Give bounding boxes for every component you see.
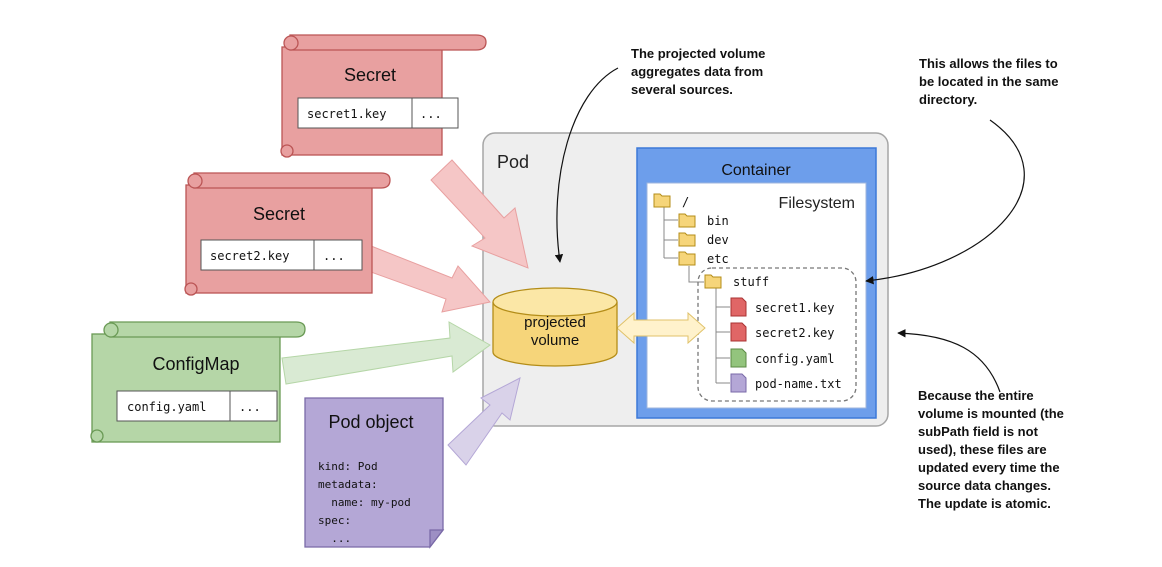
secret-1-title: Secret [344,65,396,85]
fs-dir-dev: dev [707,233,729,247]
arrow-configmap-to-volume [281,321,491,385]
fs-file-podname: pod-name.txt [755,377,842,391]
pod-object-document: Pod object kind: Pod metadata: name: my-… [304,397,445,549]
file-icon [730,373,747,393]
annotation-same-dir-line-3: directory. [919,92,977,107]
pod-object-line-1: kind: Pod [318,460,378,473]
annotation-aggregate-line-3: several sources. [631,82,733,97]
pod-object-title: Pod object [328,412,413,432]
annotation-atomic-line-5: updated every time the [918,460,1060,475]
pod-object-line-3: name: my-pod [318,496,411,509]
annotation-atomic: Because the entire volume is mounted (th… [918,388,1064,511]
fs-file-secret2: secret2.key [755,326,834,340]
fs-file-config: config.yaml [755,352,834,366]
arrow-secret1-to-volume [430,159,529,269]
projected-volume-cylinder: projected volume [492,287,618,367]
pod-object-line-5: ... [318,532,351,545]
fs-dir-bin: bin [707,214,729,228]
container-label: Container [721,162,791,179]
secret-1-more: ... [420,107,442,121]
fs-dir-etc: etc [707,252,729,266]
annotation-atomic-line-6: source data changes. [918,478,1051,493]
configmap-more: ... [239,400,261,414]
secret-1-key: secret1.key [307,107,386,121]
annotation-aggregate: The projected volume aggregates data fro… [631,46,765,97]
pod-object-line-2: metadata: [318,478,378,491]
callout-arrow-atomic [897,329,1001,393]
folder-icon [678,251,696,266]
filesystem-tree [663,206,730,384]
configmap-scroll: ConfigMap config.yaml ... [90,321,306,443]
fs-root: / [682,195,689,209]
secret-1-scroll: Secret secret1.key ... [280,34,487,158]
annotation-atomic-line-2: volume is mounted (the [918,406,1064,421]
file-icon [730,322,747,342]
fs-file-secret1: secret1.key [755,301,834,315]
folder-icon [678,232,696,247]
arrow-secret2-to-volume [356,243,491,313]
secret-2-key: secret2.key [210,249,289,263]
annotation-atomic-line-7: The update is atomic. [918,496,1051,511]
folder-icon [704,274,722,289]
annotation-atomic-line-3: subPath field is not [918,424,1039,439]
annotation-same-dir: This allows the files to be located in t… [919,56,1058,107]
fs-dir-stuff: stuff [733,275,769,289]
pod-label: Pod [497,152,529,172]
annotation-atomic-line-4: used), these files are [918,442,1047,457]
callout-arrow-same-dir [865,119,1025,285]
arrow-podobject-to-volume [447,377,521,466]
annotation-same-dir-line-1: This allows the files to [919,56,1058,71]
configmap-key: config.yaml [127,400,206,414]
annotation-aggregate-line-1: The projected volume [631,46,765,61]
pod-object-line-4: spec: [318,514,351,527]
annotation-same-dir-line-2: be located in the same [919,74,1058,89]
annotation-aggregate-line-2: aggregates data from [631,64,763,79]
file-icon [730,348,747,368]
folder-icon [653,193,671,208]
secret-2-title: Secret [253,204,305,224]
secret-2-more: ... [323,249,345,263]
file-icon [730,297,747,317]
container-box: Container Filesystem [636,147,877,419]
annotation-atomic-line-1: Because the entire [918,388,1034,403]
volume-label-line2: volume [531,332,579,349]
volume-label-line1: projected [524,314,586,331]
secret-2-scroll: Secret secret2.key ... [184,172,391,296]
folder-icon [678,213,696,228]
configmap-title: ConfigMap [152,354,239,374]
callout-arrow-aggregate [554,67,619,263]
filesystem-label: Filesystem [779,195,855,212]
volume-to-files-double-arrow [616,311,706,345]
